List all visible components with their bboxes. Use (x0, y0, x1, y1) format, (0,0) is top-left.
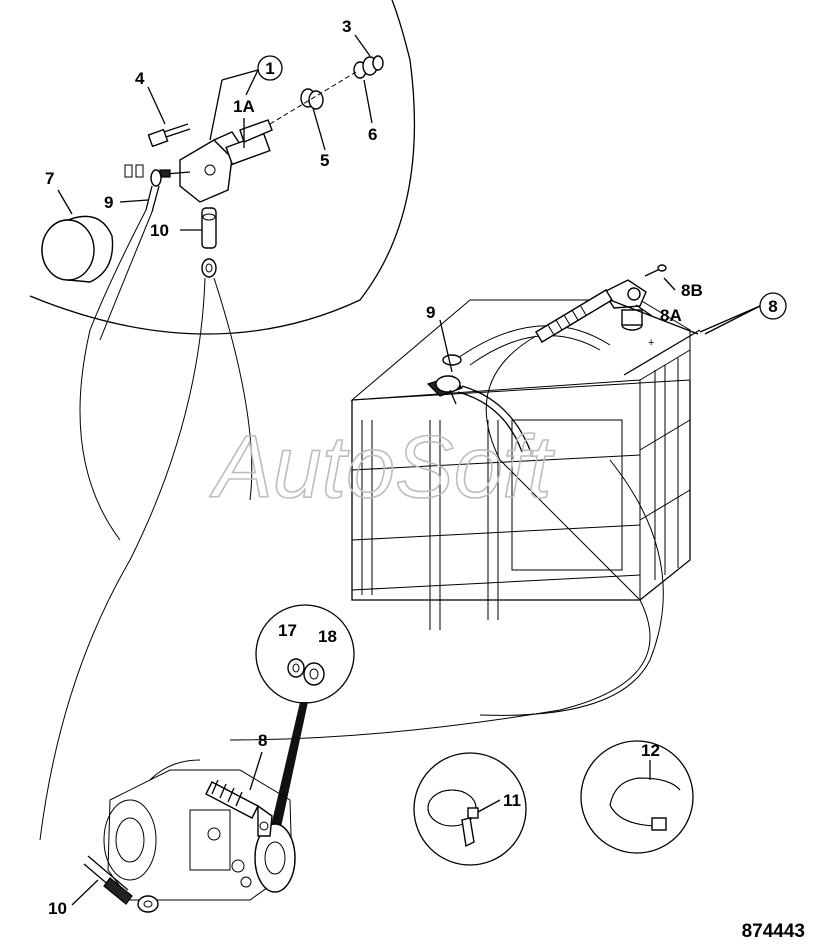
leader-lines (57, 34, 761, 906)
detail-circle-isolator (29, 0, 416, 335)
callout-9-isolator: 9 (104, 193, 113, 212)
callout-1a: 1A (233, 97, 255, 116)
callout-8b: 8B (681, 281, 703, 300)
bolt (147, 123, 191, 148)
callout-circle-8 (759, 292, 787, 320)
earth-cable (461, 385, 531, 451)
drawing-number: 874443 (742, 921, 805, 942)
callout-10-isolator: 10 (150, 221, 169, 240)
callout-circle-1 (257, 55, 283, 81)
insert-block (135, 164, 144, 178)
detail-circle-cable-tie (413, 752, 527, 866)
terminal-cover (41, 215, 114, 283)
cable-eyelet (145, 169, 162, 213)
cable-strap (609, 777, 681, 831)
starter-cable-sleeve (205, 779, 273, 837)
callout-1: 1 (265, 59, 274, 78)
callout-9-battery: 9 (426, 303, 435, 322)
spacer (300, 88, 324, 110)
spacer-washer (303, 662, 325, 686)
callout-10-bottom: 10 (48, 899, 67, 918)
battery-clamp-negative (426, 375, 464, 405)
detail-circle-cable-strap (580, 740, 694, 854)
positive-cable (229, 335, 651, 741)
cable-end-bottom (83, 855, 159, 913)
watermark: AutoSoft (209, 417, 555, 516)
callout-8-starter: 8 (258, 731, 267, 750)
nut (353, 55, 384, 79)
callout-17: 17 (278, 621, 297, 640)
callout-6: 6 (368, 125, 377, 144)
cable-sleeve (201, 207, 217, 278)
positive-cable-sleeve (535, 289, 613, 343)
svg-text:+: + (648, 337, 654, 349)
callout-12: 12 (641, 741, 660, 760)
callout-4: 4 (135, 69, 145, 88)
callout-7: 7 (45, 169, 54, 188)
callout-8: 8 (768, 297, 777, 316)
cable-tie-loop (427, 789, 479, 848)
battery-isolator-switch (159, 119, 273, 203)
washer (287, 658, 305, 678)
detail-leader (270, 702, 308, 832)
callout-5: 5 (320, 151, 329, 170)
callout-3: 3 (342, 17, 351, 36)
negative-terminal (442, 354, 462, 366)
insert-block (124, 164, 133, 178)
battery (350, 299, 691, 630)
callout-18: 18 (318, 627, 337, 646)
positive-clamp (602, 264, 667, 309)
detail-circle-washers (255, 604, 355, 704)
positive-terminal: + (621, 309, 654, 349)
callout-11: 11 (503, 791, 521, 810)
callout-8a: 8A (660, 306, 682, 325)
